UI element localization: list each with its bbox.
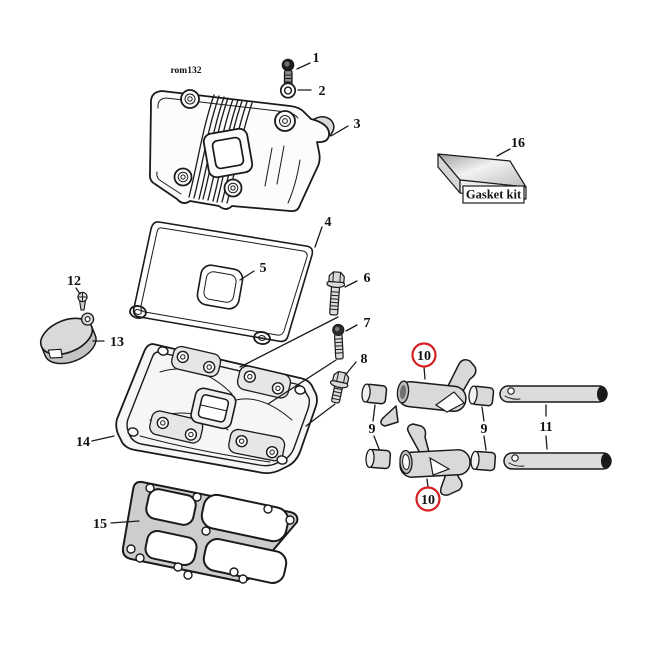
part-5-inner-gasket <box>196 264 244 310</box>
screw-head-cross <box>78 293 87 301</box>
callout-label-15: 15 <box>93 517 107 532</box>
rocker-shaft <box>503 452 612 470</box>
cover-bolt-boss <box>173 89 296 198</box>
callout-circle[interactable] <box>415 486 441 512</box>
rocker-arm-upper-arm <box>406 423 430 454</box>
bolt-hex-head <box>328 271 345 284</box>
callout-label-10-top[interactable]: 10 <box>417 349 431 364</box>
callout-label-5: 5 <box>260 261 267 276</box>
callout-label-8: 8 <box>361 352 368 367</box>
callout-10-bottom[interactable]: 10 <box>415 486 441 512</box>
cover-center-boss <box>202 127 254 179</box>
rocker-arm-tail <box>380 405 399 427</box>
callout-label-13: 13 <box>110 335 124 350</box>
part-8-bolt <box>329 370 350 404</box>
housing-corner-hole <box>276 455 288 465</box>
gasket-kit-label-box <box>462 185 525 204</box>
screw-threads <box>284 74 292 86</box>
rocker-arm-pad-facet <box>429 456 451 476</box>
housing-pedestal <box>149 410 204 444</box>
callout-labels: 1 2 3 4 5 6 7 8 9 9 11 12 13 14 15 16 10… <box>67 51 553 532</box>
rocker-arm-pad-facet <box>434 391 465 413</box>
callout-label-1: 1 <box>313 51 320 66</box>
housing-casting-line <box>235 398 293 421</box>
cover-center-hole <box>211 136 245 170</box>
part-16-gasket-kit-box: Gasket kit <box>437 153 527 204</box>
bolt-threads <box>334 338 343 354</box>
base-gasket-bolt-holes <box>126 483 295 584</box>
rocker-arm-pad <box>439 469 463 496</box>
rocker-shaft <box>499 385 608 403</box>
callout-label-11: 11 <box>539 420 552 435</box>
callout-label-9-left: 9 <box>369 422 376 437</box>
housing-inner-rim <box>126 351 311 467</box>
cap-top <box>39 317 94 356</box>
cap-ear-hole <box>84 316 91 323</box>
housing-pedestal <box>236 365 292 399</box>
callout-label-6: 6 <box>364 271 371 286</box>
bolt-head-facet <box>336 372 346 384</box>
bolt-threads <box>332 387 343 401</box>
bolt-threads <box>329 291 340 311</box>
gasket-inner-line <box>140 227 308 336</box>
part-4-cover-gasket <box>129 221 314 345</box>
cap-facet <box>47 348 63 359</box>
diagram-code: rom132 <box>171 66 202 76</box>
callout-label-2: 2 <box>319 84 326 99</box>
callout-circle[interactable] <box>411 342 437 368</box>
part-7-bolt <box>332 323 345 360</box>
housing-pedestal <box>171 345 222 378</box>
housing-corner-hole <box>157 346 169 356</box>
gasket-outer-line <box>132 221 314 343</box>
cover-detail-line <box>287 159 301 204</box>
part-2-washer <box>279 82 297 99</box>
part-10-rocker-arm-bottom <box>399 423 471 496</box>
callout-label-14: 14 <box>76 435 90 450</box>
callout-label-12: 12 <box>67 274 81 289</box>
callout-10-top[interactable]: 10 <box>411 342 437 368</box>
part-3-rocker-cover <box>148 89 335 213</box>
rocker-arm-bore-hole <box>399 385 407 399</box>
cover-detail-line <box>276 145 285 185</box>
rocker-arm-bore-hole <box>402 454 410 470</box>
callout-label-3: 3 <box>354 117 361 132</box>
leader-lines <box>75 62 548 524</box>
housing-corner-hole <box>294 385 306 395</box>
part-10-rocker-arm-top <box>380 359 477 427</box>
part-9-bushings <box>361 383 497 472</box>
part-14-rocker-housing <box>115 343 318 475</box>
callout-label-4: 4 <box>325 215 332 230</box>
part-6-bolt <box>326 271 346 316</box>
screw-head-socket <box>284 61 290 67</box>
callout-label-9-right: 9 <box>481 422 488 437</box>
part-13-breather-cap <box>39 312 97 365</box>
cover-detail-line <box>264 147 273 187</box>
callout-label-10-bottom[interactable]: 10 <box>421 493 435 508</box>
housing-center-opening <box>190 387 237 430</box>
part-15-base-gasket <box>121 480 299 584</box>
housing-corner-hole <box>127 427 139 437</box>
bolt-head-facet <box>332 272 341 283</box>
gasket-kit-label: Gasket kit <box>466 188 522 202</box>
callout-label-16: 16 <box>511 136 525 151</box>
gasket-tab-hole <box>134 309 142 315</box>
part-11-rocker-shafts <box>499 385 612 470</box>
housing-pedestal <box>228 428 286 462</box>
housing-casting-line <box>139 435 271 463</box>
bolt-head-socket <box>334 326 340 332</box>
cover-inner-rim <box>156 171 182 195</box>
part-12-screw <box>77 291 88 311</box>
callout-label-7: 7 <box>364 316 371 331</box>
